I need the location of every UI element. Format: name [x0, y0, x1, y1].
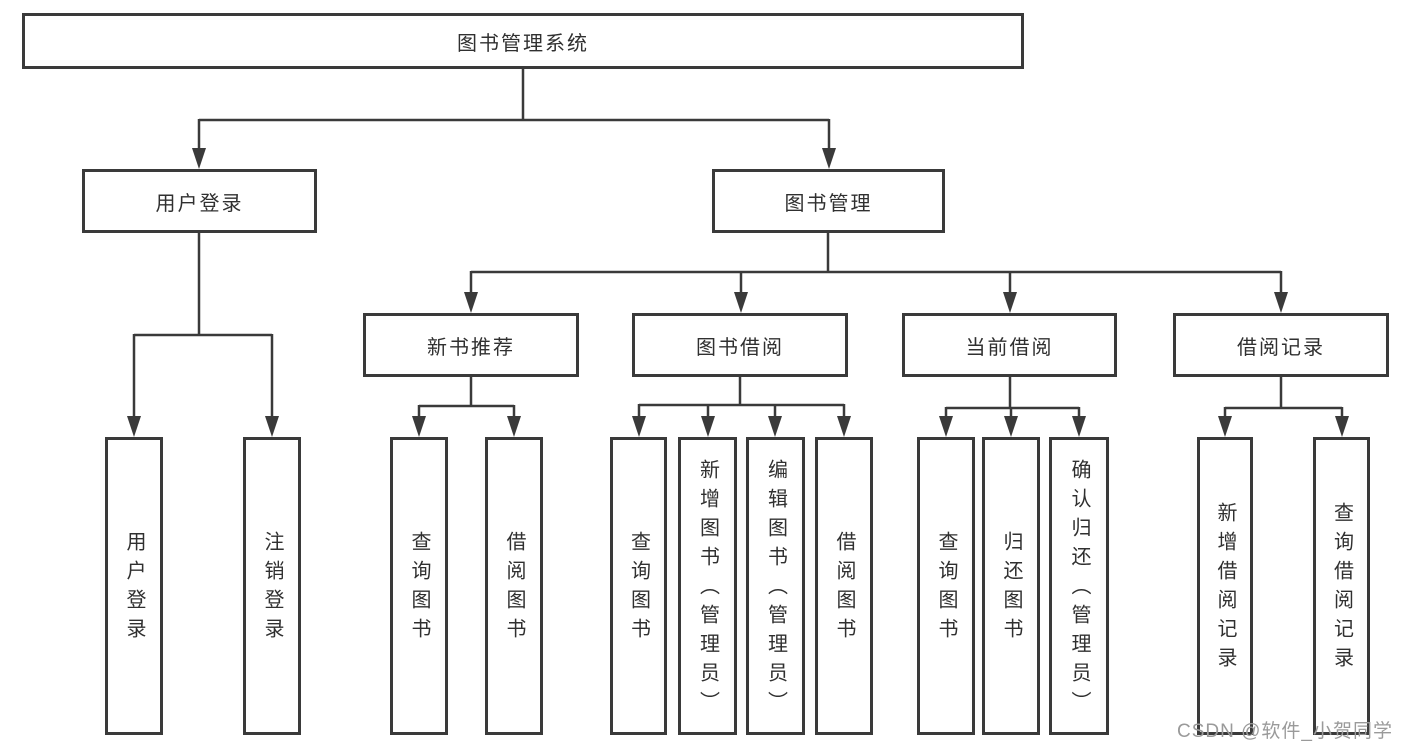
- leaf-query-books-borrowing: 查询图书: [610, 437, 667, 735]
- leaf-return-books: 归还图书: [982, 437, 1040, 735]
- node-book-management: 图书管理: [712, 169, 945, 233]
- node-current-borrowing: 当前借阅: [902, 313, 1117, 377]
- leaf-query-books-current: 查询图书: [917, 437, 975, 735]
- csdn-watermark: CSDN @软件_小贺同学: [1177, 721, 1393, 742]
- node-user-login: 用户登录: [82, 169, 317, 233]
- node-library-system: 图书管理系统: [22, 13, 1024, 69]
- node-new-book-recommendation: 新书推荐: [363, 313, 579, 377]
- leaf-borrow-books-recommend: 借阅图书: [485, 437, 543, 735]
- leaf-query-borrow-record: 查询借阅记录: [1313, 437, 1370, 735]
- leaf-add-book-admin: 新增图书（管理员）: [678, 437, 737, 735]
- node-borrowing-records: 借阅记录: [1173, 313, 1389, 377]
- leaf-query-books-recommend: 查询图书: [390, 437, 448, 735]
- leaf-edit-book-admin: 编辑图书（管理员）: [746, 437, 805, 735]
- leaf-borrow-books: 借阅图书: [815, 437, 873, 735]
- leaf-user-login: 用户登录: [105, 437, 163, 735]
- leaf-confirm-return-admin: 确认归还（管理员）: [1049, 437, 1109, 735]
- leaf-add-borrow-record: 新增借阅记录: [1197, 437, 1253, 735]
- node-book-borrowing: 图书借阅: [632, 313, 848, 377]
- leaf-logout: 注销登录: [243, 437, 301, 735]
